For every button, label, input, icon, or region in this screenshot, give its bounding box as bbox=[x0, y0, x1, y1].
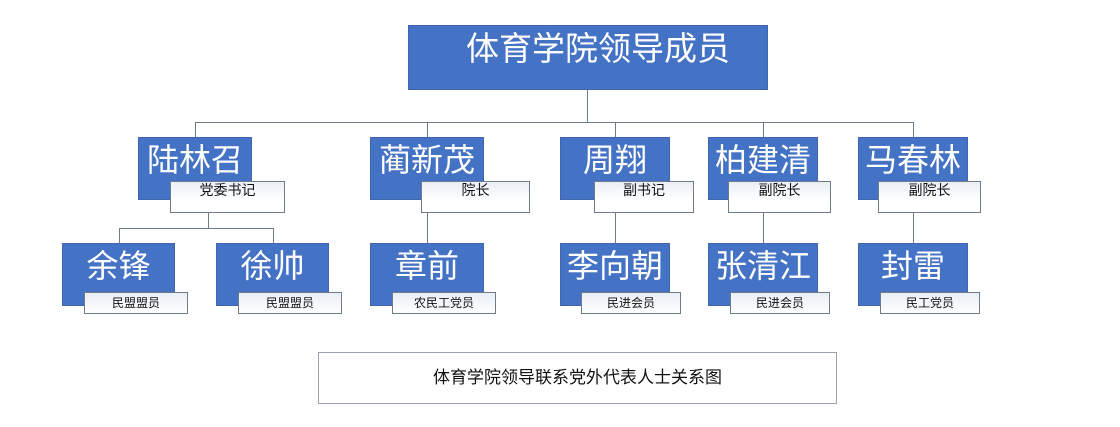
leader-role: 副书记 bbox=[594, 181, 694, 213]
leader-name: 陆林召 bbox=[146, 141, 243, 179]
leader-name: 柏建清 bbox=[714, 141, 811, 179]
connector bbox=[763, 122, 764, 137]
leader-role-text: 院长 bbox=[422, 182, 529, 200]
leader-role: 党委书记 bbox=[170, 181, 285, 213]
connector bbox=[763, 213, 764, 243]
diagram-caption: 体育学院领导联系党外代表人士关系图 bbox=[318, 352, 837, 404]
leader-role-text: 副书记 bbox=[595, 182, 693, 200]
contact-party-text: 民盟盟员 bbox=[239, 293, 341, 313]
connector bbox=[427, 213, 428, 243]
connector bbox=[615, 122, 616, 137]
root-node: 体育学院领导成员 bbox=[408, 25, 768, 90]
connector bbox=[913, 213, 914, 243]
contact-party: 民盟盟员 bbox=[84, 292, 188, 314]
connector bbox=[427, 122, 428, 137]
root-title: 体育学院领导成员 bbox=[466, 29, 730, 68]
contact-name: 徐帅 bbox=[240, 247, 305, 285]
leader-name: 周翔 bbox=[582, 141, 647, 179]
contact-name: 张清江 bbox=[714, 247, 811, 285]
connector-root bbox=[587, 90, 588, 122]
leader-role-text: 党委书记 bbox=[171, 182, 284, 200]
contact-party: 农民工党员 bbox=[392, 292, 496, 314]
contact-party: 民工党员 bbox=[880, 292, 980, 314]
leader-name: 马春林 bbox=[864, 141, 961, 179]
contact-party-text: 农民工党员 bbox=[393, 293, 495, 313]
contact-party-text: 民进会员 bbox=[582, 293, 680, 313]
connector-branch bbox=[119, 228, 274, 229]
leader-name: 蔺新茂 bbox=[378, 141, 475, 179]
leader-role-text: 副院长 bbox=[729, 182, 830, 200]
connector bbox=[195, 122, 196, 137]
contact-name: 李向朝 bbox=[566, 247, 663, 285]
leader-role: 副院长 bbox=[728, 181, 831, 213]
contact-name: 封雷 bbox=[880, 247, 945, 285]
connector bbox=[119, 228, 120, 243]
leader-role: 院长 bbox=[421, 181, 530, 213]
connector bbox=[273, 228, 274, 243]
connector-level1-bus bbox=[195, 122, 914, 123]
leader-role-text: 副院长 bbox=[879, 182, 980, 200]
contact-name: 章前 bbox=[394, 247, 459, 285]
contact-party: 民盟盟员 bbox=[238, 292, 342, 314]
leader-role: 副院长 bbox=[878, 181, 981, 213]
contact-party-text: 民工党员 bbox=[881, 293, 979, 313]
connector bbox=[615, 213, 616, 243]
contact-name: 余锋 bbox=[86, 247, 151, 285]
connector bbox=[913, 122, 914, 137]
contact-party: 民进会员 bbox=[581, 292, 681, 314]
contact-party-text: 民盟盟员 bbox=[85, 293, 187, 313]
connector bbox=[208, 213, 209, 228]
contact-party: 民进会员 bbox=[730, 292, 830, 314]
contact-party-text: 民进会员 bbox=[731, 293, 829, 313]
